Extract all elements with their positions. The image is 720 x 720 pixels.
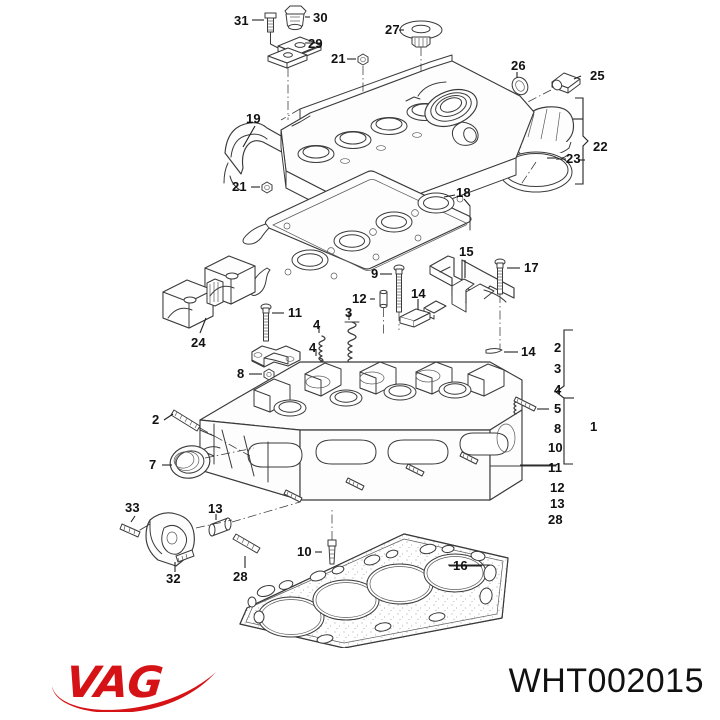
callout-11: 11 (288, 305, 303, 320)
bracket-item-5: 5 (554, 401, 562, 416)
part-21-nut-lower (251, 181, 273, 194)
callout-26: 26 (511, 58, 526, 73)
callout-16: 16 (453, 558, 468, 573)
bracket-item-28: 28 (548, 512, 563, 527)
part-28-stud (232, 533, 261, 568)
cylinder-head-body (199, 361, 523, 501)
part-12-sleeve (370, 289, 388, 336)
callout-28: 28 (233, 569, 248, 584)
callout-4-lower: 4 (309, 340, 317, 355)
oil-filler-neck (405, 81, 479, 146)
callout-4-upper: 4 (313, 317, 321, 332)
part-18-valve-cover-gasket (242, 170, 472, 296)
bracket-22 (573, 97, 589, 185)
callout-23: 23 (566, 151, 581, 166)
bracket-item-12: 12 (550, 480, 565, 495)
callout-21-lower: 21 (232, 179, 247, 194)
callout-13: 13 (208, 501, 223, 516)
callout-22: 22 (593, 139, 608, 154)
valve-bores (273, 369, 472, 417)
callout-19: 19 (246, 111, 261, 126)
part-17-bolt (494, 258, 520, 350)
part-number: WHT002015 (508, 662, 704, 700)
callout-33: 33 (125, 500, 140, 515)
vag-wordmark: VAG (63, 658, 165, 708)
part-2-stud (163, 409, 251, 457)
callout-12: 12 (352, 291, 367, 306)
bracket-1-list (489, 329, 574, 467)
callout-24: 24 (191, 335, 206, 350)
callout-17: 17 (524, 260, 539, 275)
part-33-bolt (119, 515, 151, 538)
bracket-group-label-1: 1 (590, 419, 598, 434)
part-5-stud (513, 396, 549, 415)
part-4-spring-a (318, 326, 326, 367)
part-9-bolt (380, 264, 405, 330)
bracket-item-4: 4 (554, 382, 562, 397)
callout-3: 3 (345, 305, 353, 320)
callout-15: 15 (459, 244, 474, 259)
bracket-item-2: 2 (554, 340, 562, 355)
part-16-head-gasket (239, 533, 509, 648)
bracket-item-8: 8 (554, 421, 562, 436)
cam-saddles (253, 361, 505, 413)
callout-32: 32 (166, 571, 181, 586)
part-26-oring (469, 72, 529, 129)
callout-21-upper: 21 (331, 51, 346, 66)
callout-10: 10 (297, 544, 312, 559)
callout-27: 27 (385, 22, 400, 37)
callout-30: 30 (313, 10, 328, 25)
vag-logo: VAG (48, 656, 238, 714)
part-14-shell-lower (485, 348, 518, 354)
ports (247, 432, 509, 468)
bracket-item-11: 11 (548, 460, 563, 475)
part-14-shell-upper (399, 299, 431, 328)
callout-7: 7 (149, 457, 157, 472)
part-3-valve-spring (344, 312, 360, 371)
part-11-bolt (260, 303, 284, 342)
callout-8: 8 (237, 366, 245, 381)
callout-14-upper: 14 (411, 286, 426, 301)
part-13-sleeve (208, 501, 301, 537)
bracket-item-13: 13 (550, 496, 565, 511)
head-side-bolts (283, 451, 479, 503)
callout-29: 29 (308, 36, 323, 51)
part-31-bolt (252, 12, 283, 51)
part-10-dowel (315, 510, 337, 565)
callout-25: 25 (590, 68, 605, 83)
callout-18: 18 (456, 185, 471, 200)
bracket-item-3: 3 (554, 361, 562, 376)
part-7-oil-seal (162, 445, 255, 479)
callout-9: 9 (371, 266, 379, 281)
part-32-sensor-housing (145, 512, 233, 572)
part-24-bearing-caps (162, 255, 256, 334)
bracket-item-10: 10 (548, 440, 563, 455)
part-8-rocker-arm (249, 345, 301, 428)
callout-2: 2 (152, 412, 160, 427)
part-23-cap-seal (499, 151, 573, 193)
callout-14-lower: 14 (521, 344, 536, 359)
exploded-parts-drawing: .s{fill:none;stroke:#3a3a3a;stroke-width… (119, 5, 589, 648)
part-29-bracket (267, 36, 322, 120)
footer-bar: VAG WHT002015 (0, 648, 720, 720)
part-30-plug (284, 5, 310, 31)
callout-31: 31 (234, 13, 249, 28)
